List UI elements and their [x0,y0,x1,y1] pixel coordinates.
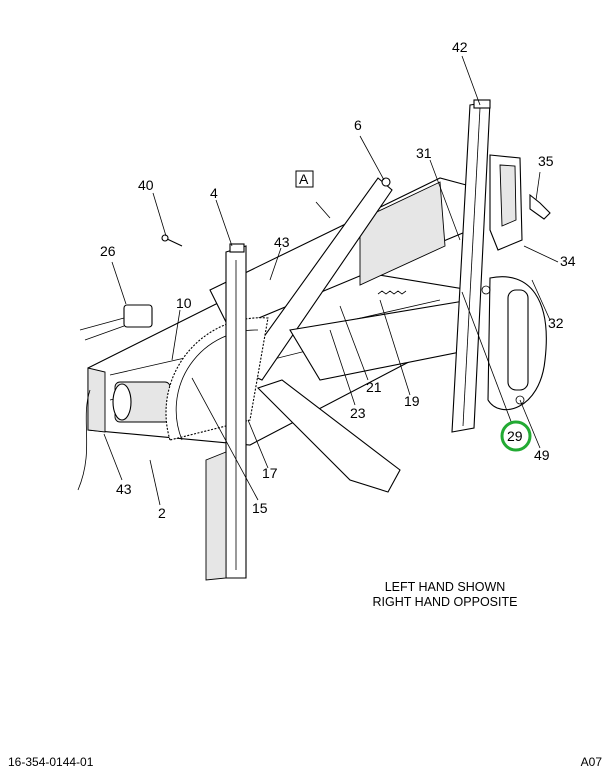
callout-4: 4 [210,185,218,201]
callout-10: 10 [176,295,192,311]
callout-26: 26 [100,243,116,259]
callout-21: 21 [366,379,382,395]
view-reference-box [295,170,314,188]
screw-part [161,234,183,247]
callout-19: 19 [404,393,420,409]
spring-part [377,290,407,295]
latch-bracket-part [489,154,523,251]
door-handle-part [481,276,547,411]
note-line-1: LEFT HAND SHOWN [384,580,506,594]
lower-blade-part [256,299,471,493]
callout-32: 32 [548,315,564,331]
callout-34: 34 [560,253,576,269]
callout-43-top: 43 [274,234,290,250]
clip-part [529,193,551,220]
orientation-note: LEFT HAND SHOWN RIGHT HAND OPPOSITE [330,580,560,610]
callout-49: 49 [534,447,550,463]
callout-43-bottom: 43 [116,481,132,497]
sheet-id: A07 [580,755,602,769]
vertical-channel-right-part [451,99,491,433]
connector-part [79,304,153,341]
callout-35: 35 [538,153,554,169]
leader-lines [103,55,559,506]
vertical-channel-left-part [205,243,247,581]
callout-23: 23 [350,405,366,421]
callout-2: 2 [158,505,166,521]
note-line-2: RIGHT HAND OPPOSITE [372,595,518,609]
callout-31: 31 [416,145,432,161]
callout-29: 29 [507,428,523,444]
drawing-number: 16-354-0144-01 [8,755,94,769]
callout-42: 42 [452,39,468,55]
callout-17: 17 [262,465,278,481]
highlight-circle [500,420,532,452]
callout-A: A [299,171,309,187]
callout-labels: 42 6 31 35 40 4 A 43 34 26 10 32 21 23 1… [100,39,576,521]
callout-40: 40 [138,177,154,193]
callout-15: 15 [252,500,268,516]
callout-6: 6 [354,117,362,133]
harness-part [77,389,91,491]
